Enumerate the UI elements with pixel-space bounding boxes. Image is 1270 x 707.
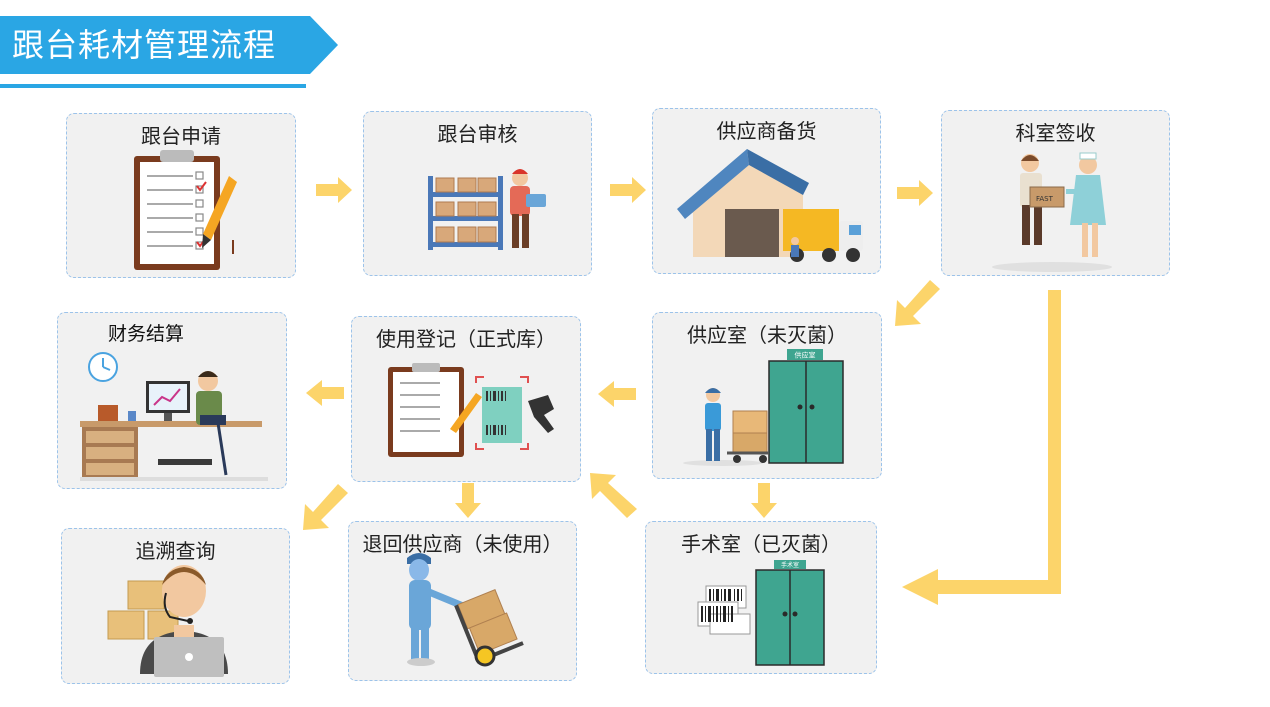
warehouse-truck-icon xyxy=(677,149,863,262)
warehouse-shelf-worker-icon xyxy=(428,169,546,250)
step-apply-card: 跟台申请 xyxy=(66,113,296,278)
title-banner xyxy=(0,16,338,74)
step-supply-room-title: 供应室（未灭菌） xyxy=(687,323,847,347)
supply-room-cart-icon: 供应室 xyxy=(683,349,844,466)
delivery-handover-icon: FAST xyxy=(992,152,1112,272)
arrow-supply-to-or xyxy=(751,483,777,518)
arrow-review-to-supplier xyxy=(610,177,646,203)
barcode-scan-register-icon xyxy=(388,363,554,457)
supply-room-sign: 供应室 xyxy=(795,351,816,360)
step-register-title: 使用登记（正式库） xyxy=(376,327,556,351)
or-room-sign: 手术室 xyxy=(781,561,799,569)
step-dept-sign-title: 科室签收 xyxy=(1015,121,1096,145)
step-register-card: 使用登记（正式库） xyxy=(351,316,581,482)
step-return-title: 退回供应商（未使用） xyxy=(362,532,563,556)
arrow-dept-to-supply xyxy=(895,280,940,326)
operating-room-barcode-icon: 手术室 xyxy=(697,560,825,666)
step-review-card: 跟台审核 xyxy=(363,111,592,276)
step-supplier-stock-card: 供应商备货 xyxy=(652,108,881,274)
step-supplier-stock-title: 供应商备货 xyxy=(716,119,817,143)
arrow-or-to-register xyxy=(590,473,637,518)
step-supply-room-card: 供应室（未灭菌） 供应室 xyxy=(652,312,882,479)
arrow-register-to-finance xyxy=(306,380,344,406)
step-trace-title: 追溯查询 xyxy=(135,539,216,563)
arrow-supplier-to-dept xyxy=(897,180,933,206)
arrow-supply-to-register xyxy=(598,381,636,407)
page-title: 跟台耗材管理流程 xyxy=(12,26,277,64)
step-return-card: 退回供应商（未使用） xyxy=(348,521,577,681)
arrow-register-to-trace xyxy=(303,484,348,530)
step-apply-title: 跟台申请 xyxy=(141,124,221,148)
step-finance-card: 财务结算 xyxy=(57,312,287,489)
support-agent-laptop-icon xyxy=(107,565,228,677)
step-finance-title: 财务结算 xyxy=(108,323,185,345)
step-or-room-card: 手术室（已灭菌） 手术室 xyxy=(645,521,877,674)
title-underline xyxy=(0,84,306,88)
arrow-apply-to-review xyxy=(316,177,352,203)
step-trace-card: 追溯查询 xyxy=(61,528,290,684)
step-dept-sign-card: 科室签收 FAST xyxy=(941,110,1170,276)
step-review-title: 跟台审核 xyxy=(437,122,518,146)
clipboard-icon xyxy=(134,150,237,270)
accountant-desk-icon xyxy=(80,352,268,481)
arrow-dept-to-or-vertical xyxy=(1048,290,1061,590)
arrow-register-to-return xyxy=(455,483,481,518)
hand-truck-return-icon xyxy=(407,553,524,667)
arrow-dept-to-or-horizontal xyxy=(902,569,1061,605)
step-or-room-title: 手术室（已灭菌） xyxy=(681,532,841,556)
box-label-text: FAST xyxy=(1036,195,1054,203)
